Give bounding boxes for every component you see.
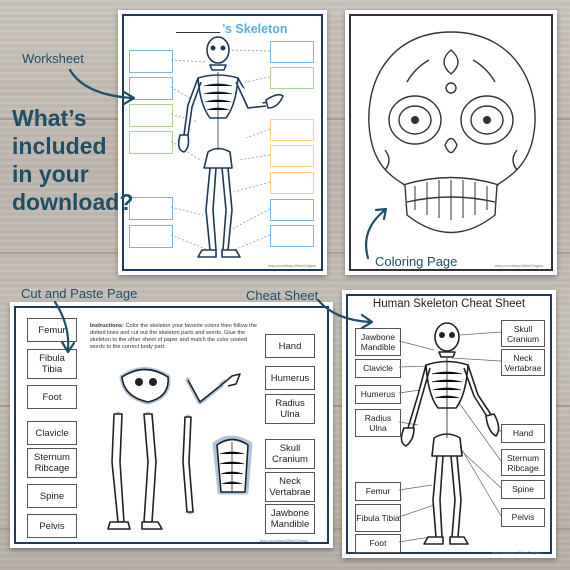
cheat-label-box: Foot — [355, 534, 401, 553]
blank-label-box — [129, 104, 173, 127]
cut-paste-annotation: Cut and Paste Page — [21, 286, 138, 301]
coloring-page-annotation: Coloring Page — [375, 254, 458, 269]
worksheet-frame — [122, 14, 323, 271]
cheat-label-box: Pelvis — [501, 508, 545, 527]
cut-label-box: Clavicle — [27, 421, 77, 445]
cut-label-box: Hand — [265, 334, 315, 358]
cheat-footer: etsy.com/shop/ZekeOrigins — [492, 550, 541, 555]
sugar-skull-icon — [368, 31, 536, 234]
cut-label-box: Skull Cranium — [265, 439, 315, 469]
cut-label-box: Foot — [27, 385, 77, 409]
cheat-label-box: Sternum Ribcage — [501, 449, 545, 476]
blank-label-box — [270, 67, 314, 89]
whats-included-line: in your — [12, 161, 89, 187]
coloring-frame — [349, 14, 553, 271]
blank-label-box — [129, 225, 173, 248]
worksheet-footer: etsy.com/shop/ZekeOrigins — [268, 263, 317, 268]
blank-label-box — [270, 119, 314, 141]
instructions-label: Instructions: — [90, 323, 124, 329]
worksheet-annotation: Worksheet — [22, 51, 84, 66]
worksheet-skeleton-illustration — [170, 36, 284, 258]
cheat-label-box: Femur — [355, 482, 401, 501]
coloring-page: etsy.com/shop/ZekeOrigins — [345, 10, 557, 275]
cheat-label-box: Jawbone Mandible — [355, 328, 401, 356]
cut-label-box: Radius Ulna — [265, 394, 315, 424]
cheat-label-box: Fibula Tibia — [355, 504, 401, 532]
blank-label-box — [129, 50, 173, 73]
cheat-label-box: Skull Cranium — [501, 320, 545, 347]
cut-paste-page: Femur Fibula Tibia Foot Clavicle Sternum… — [10, 302, 333, 548]
cheat-label-box: Radius Ulna — [355, 409, 401, 437]
cut-label-box: Pelvis — [27, 514, 77, 538]
blank-label-box — [270, 41, 314, 63]
worksheet-title: ’s Skeleton — [222, 22, 288, 36]
cheat-label-box: Humerus — [355, 385, 401, 404]
whats-included-line: download? — [12, 189, 134, 215]
cut-label-box: Humerus — [265, 366, 315, 390]
worksheet-page: ’s Skeleton — [118, 10, 327, 275]
blank-label-box — [129, 131, 173, 154]
cheat-sheet-page: Human Skeleton Cheat Sheet Jawbone Mandi… — [342, 290, 556, 558]
whats-included-line: included — [12, 133, 107, 159]
blank-label-box — [270, 225, 314, 247]
cut-paste-instructions: Instructions: Color the skeleton your fa… — [90, 323, 258, 351]
name-blank-line — [176, 32, 220, 33]
cheat-skeleton-illustration — [398, 322, 502, 545]
blank-label-box — [270, 145, 314, 167]
coloring-footer: etsy.com/shop/ZekeOrigins — [495, 263, 544, 268]
cheat-sheet-title: Human Skeleton Cheat Sheet — [372, 298, 526, 310]
cut-paste-bone-parts — [107, 367, 253, 530]
cut-label-box: Neck Vertabrae — [265, 472, 315, 502]
cheat-sheet-frame — [346, 294, 552, 554]
cut-label-box: Spine — [27, 484, 77, 508]
blank-label-box — [270, 172, 314, 194]
cheat-sheet-annotation: Cheat Sheet — [246, 288, 319, 303]
blank-label-box — [270, 199, 314, 221]
instructions-text: Color the skeleton your favorite colors … — [90, 323, 257, 350]
cut-paste-frame — [14, 306, 329, 544]
cut-label-box: Sternum Ribcage — [27, 448, 77, 478]
whats-included-line: What’s — [12, 105, 87, 131]
cheat-label-box: Hand — [501, 424, 545, 443]
cheat-label-box: Clavicle — [355, 359, 401, 378]
blank-label-box — [129, 197, 173, 220]
cheat-label-box: Spine — [501, 480, 545, 499]
cheat-label-box: Neck Vertabrae — [501, 349, 545, 376]
cut-label-box: Fibula Tibia — [27, 349, 77, 379]
cut-paste-footer: etsy.com/shop/ZekeOrigins — [260, 538, 309, 543]
cut-label-box: Jawbone Mandible — [265, 504, 315, 534]
